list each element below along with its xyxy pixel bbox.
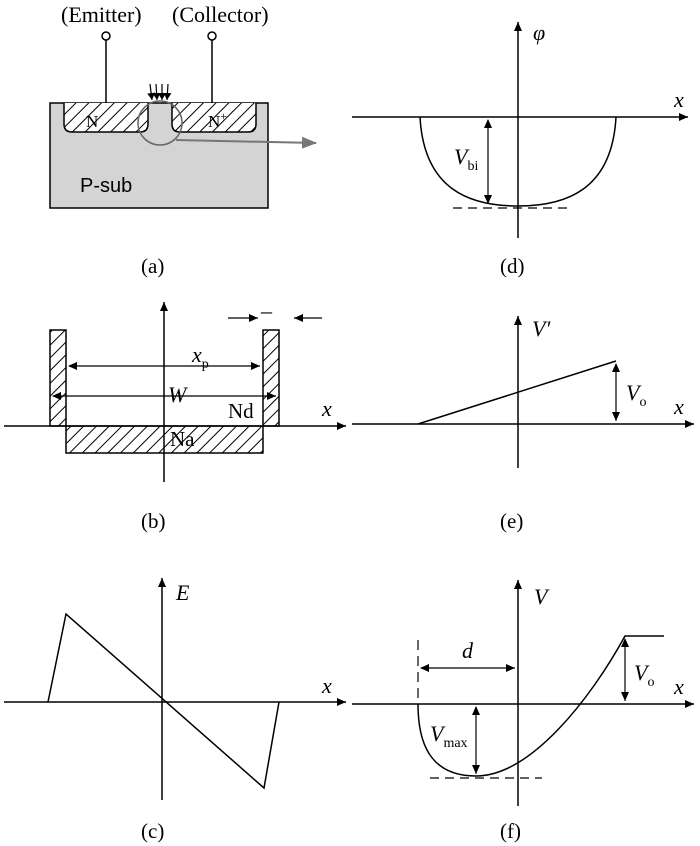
emitter-label: (Emitter) [61, 2, 142, 27]
b-na-label: Na [170, 427, 195, 451]
d-y-label: φ [533, 20, 545, 45]
e-vo-label: Vo [626, 380, 646, 410]
collector-n-region [171, 103, 257, 133]
magnify-arrow [175, 136, 317, 149]
d-potential-well-curve [419, 116, 617, 207]
collector-n-label: N+ [208, 109, 227, 131]
b-mark-label: – [260, 298, 273, 323]
d-vbi-label: Vbi [454, 144, 478, 174]
caption-d: (d) [500, 254, 525, 278]
collector-label: (Collector) [172, 2, 269, 27]
b-xp-label: xp [191, 342, 209, 372]
e-x-label: x [673, 394, 684, 419]
emitter-n-label: N [86, 112, 98, 131]
panel-f-potential: V x d Vmax Vo (f) [352, 580, 694, 843]
magnify-circle [137, 100, 183, 146]
panel-d-potential: x φ Vbi (d) [352, 20, 688, 278]
e-linear-potential [417, 360, 617, 425]
panel-b-charge: – xp W Nd Na x (b) [4, 298, 346, 533]
b-right-nd-bar [262, 329, 280, 427]
f-d-label: d [462, 638, 474, 663]
f-vmax-label: Vmax [430, 721, 468, 751]
emitter-terminal [101, 31, 111, 41]
b-nd-label: Nd [228, 399, 254, 423]
f-y-label: V [534, 584, 550, 609]
substrate-label: P-sub [80, 175, 132, 197]
e-y-label: V′ [532, 316, 551, 341]
c-electric-field-curve [47, 612, 280, 790]
f-vo-label: Vo [634, 660, 654, 690]
emitter-n-region [63, 103, 149, 133]
b-x-label: x [321, 396, 332, 421]
caption-e: (e) [500, 509, 523, 533]
caption-c: (c) [141, 819, 164, 843]
c-y-label: E [175, 580, 190, 605]
caption-b: (b) [141, 509, 166, 533]
f-total-potential-curve [417, 635, 664, 777]
caption-f: (f) [500, 819, 521, 843]
panel-a-device: (Emitter) (Collector) N N+ P-sub (a) [49, 2, 317, 278]
c-x-label: x [321, 673, 332, 698]
d-x-label: x [673, 87, 684, 112]
f-x-label: x [673, 674, 684, 699]
b-w-label: W [168, 382, 188, 407]
incident-light-arrows [147, 83, 172, 101]
caption-a: (a) [141, 254, 164, 278]
collector-terminal [207, 31, 217, 41]
panel-e-potential: V′ x Vo (e) [352, 316, 694, 533]
b-left-nd-bar [49, 329, 67, 427]
panel-c-field: E x (c) [4, 578, 346, 843]
